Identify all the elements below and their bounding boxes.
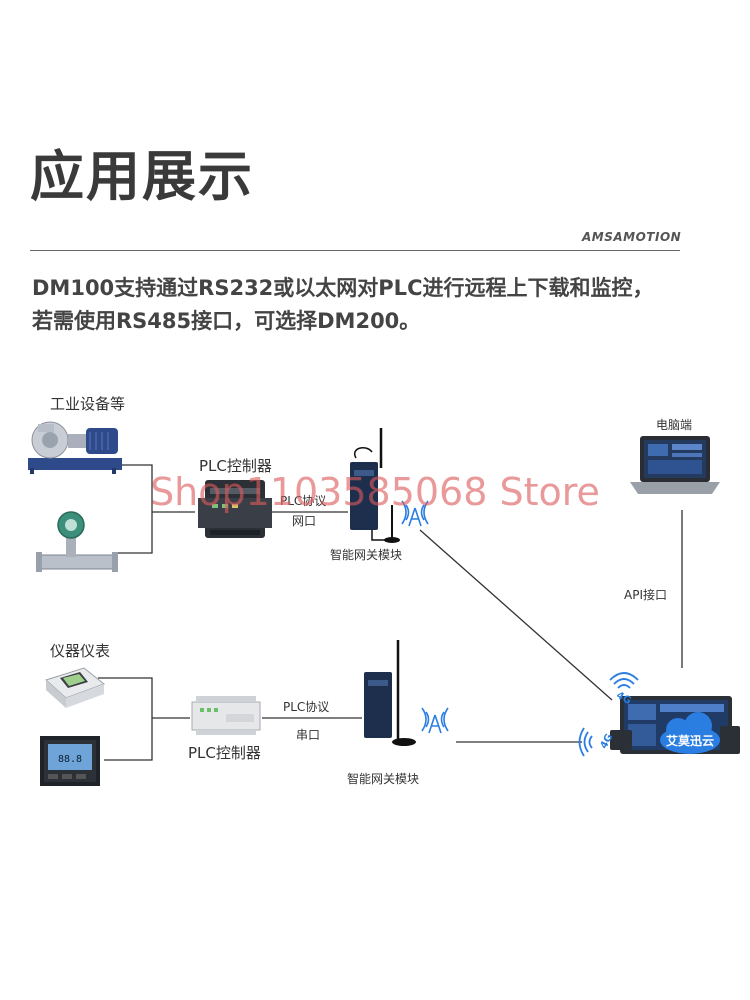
gateway-top-label: 智能网关模块 [330, 548, 403, 562]
4g-signal-upper-icon [609, 672, 639, 689]
description-line-1: DM100支持通过RS232或以太网对PLC进行远程上下载和监控， [32, 276, 654, 300]
bottom-device-bracket [98, 677, 153, 761]
description-line-2: 若需使用RS485接口，可选择DM200。 [32, 309, 421, 333]
flowmeter-icon [36, 511, 118, 572]
4g-signal-lower-icon [578, 727, 593, 757]
description: DM100支持通过RS232或以太网对PLC进行远程上下载和监控， 若需使用RS… [32, 272, 732, 338]
wifi-signal-top-icon [401, 500, 429, 527]
plc-controller-top-label: PLC控制器 [199, 457, 272, 475]
computer-label: 电脑端 [656, 418, 693, 432]
brand-logo: AMSAMOTION [582, 230, 682, 244]
cloud-label: 艾莫迅云 [666, 733, 714, 748]
top-gateway-to-cloud [419, 529, 613, 701]
plc-controller-top-icon [198, 480, 272, 538]
laptop-icon [630, 436, 720, 494]
humidity-meter-icon [45, 667, 106, 708]
connection-lines [98, 464, 683, 761]
panel-meter-icon [40, 736, 100, 786]
plc-controller-bottom-icon [191, 696, 261, 735]
top-link-protocol-label: PLC协议 [280, 494, 327, 508]
cloud-platform-icon [610, 696, 740, 754]
pump-icon [28, 421, 122, 474]
gateway-top-icon [350, 428, 400, 543]
store-watermark: Shop1103585068 Store [150, 470, 600, 514]
wifi-signal-bottom-icon [421, 707, 449, 734]
industrial-equipment-label: 工业设备等 [50, 395, 126, 413]
header-divider [30, 250, 680, 251]
instruments-label: 仪器仪表 [50, 642, 111, 660]
top-link-port-label: 网口 [292, 514, 317, 528]
bottom-link-port-label: 串口 [296, 728, 321, 742]
top-device-bracket [112, 464, 153, 554]
gateway-bottom-icon [364, 640, 416, 746]
plc-controller-bottom-label: PLC控制器 [188, 744, 261, 762]
bottom-link-protocol-label: PLC协议 [283, 700, 330, 714]
panel-meter-reading: 88.8 [58, 754, 82, 765]
gateway-bottom-label: 智能网关模块 [347, 772, 420, 786]
api-interface-label: API接口 [624, 588, 667, 602]
page-title: 应用展示 [30, 145, 254, 208]
